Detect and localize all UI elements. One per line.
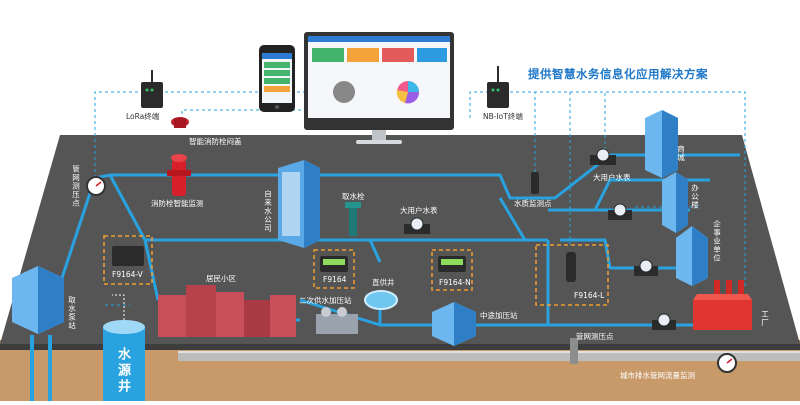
label-big-user-meter-1: 大用户水表	[400, 206, 438, 215]
label-f9164v: F9164-V	[112, 270, 143, 279]
label-factory: 工厂	[760, 310, 770, 327]
label-f9164: F9164	[323, 275, 347, 284]
pump-station-building	[12, 266, 64, 334]
label-direct-well: 直供井	[372, 278, 395, 287]
label-lora: LoRa终端	[126, 112, 160, 121]
water-company-building	[278, 160, 320, 248]
label-smart-hydrant-cover: 智能消防栓闷盖	[189, 137, 242, 146]
label-quality-point: 水质监测点	[514, 199, 552, 208]
label-water-intake: 取水栓	[342, 192, 365, 201]
meter-big-user-2	[590, 148, 616, 165]
label-pipe-pressure-point: 管网测压点	[71, 165, 81, 208]
underground-pipes	[30, 335, 800, 401]
hydrant-cover	[171, 117, 189, 128]
meter-big-user-1	[404, 217, 430, 234]
label-enterprise: 企事业单位	[712, 220, 722, 263]
direct-well-pool	[364, 290, 398, 310]
label-nbiot: NB-IoT终端	[483, 112, 523, 121]
label-mall: 商城	[676, 145, 686, 162]
label-drain-flow: 城市排水管网流量监测	[620, 371, 695, 380]
enterprise-building	[676, 226, 708, 286]
monitor-device	[304, 32, 454, 144]
bottom-pipe-probe	[570, 338, 578, 364]
mall-building	[645, 110, 678, 178]
label-f9164n: F9164-N	[439, 278, 471, 287]
pressure-gauge-left	[86, 176, 106, 196]
meter-factory	[652, 313, 676, 330]
meter-office	[608, 203, 632, 220]
mid-station-building	[432, 302, 476, 346]
label-water-source: 水源井	[115, 347, 130, 395]
residential-buildings	[158, 285, 296, 337]
office-building	[662, 172, 688, 233]
label-hydrant-monitor: 消防栓智能监测	[151, 199, 204, 208]
nbiot-terminal	[487, 66, 509, 108]
quality-probe	[531, 172, 539, 194]
pressure-gauge-right	[717, 353, 737, 373]
phone-device	[259, 45, 295, 112]
device-boxes	[103, 235, 609, 306]
label-pump-station: 取水泵站	[67, 296, 77, 330]
water-intake	[345, 202, 361, 236]
meter-enterprise	[634, 259, 658, 276]
secondary-station-equipment	[316, 307, 358, 334]
lora-terminal	[141, 70, 163, 108]
label-secondary-station: 二次供水加压站	[299, 296, 352, 305]
water-source-well	[103, 294, 145, 401]
label-residential: 居民小区	[206, 274, 236, 283]
label-office: 办公楼	[690, 184, 700, 210]
label-f9164l: F9164-L	[574, 291, 605, 300]
label-mid-station: 中途加压站	[480, 311, 518, 320]
label-pipe-point-bottom: 管网测压点	[576, 332, 614, 341]
label-big-user-meter-2: 大用户水表	[593, 173, 631, 182]
factory-building	[693, 280, 752, 330]
fire-hydrant	[167, 154, 191, 196]
f9164-devices	[112, 246, 576, 282]
headline: 提供智慧水务信息化应用解决方案	[528, 67, 708, 81]
label-water-company: 自来水公司	[263, 190, 273, 233]
